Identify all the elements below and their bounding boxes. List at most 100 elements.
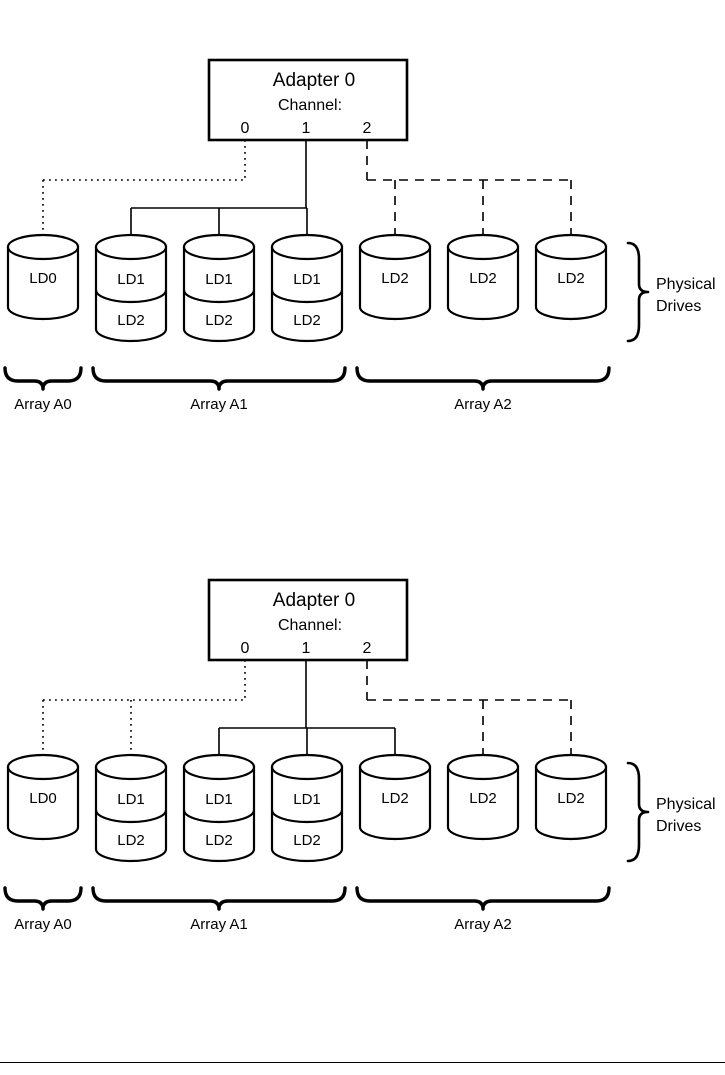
drive-label-LD1: LD1 [117, 271, 145, 288]
array-bracket-2: Array A2 [355, 886, 611, 933]
array-label: Array A0 [14, 396, 72, 413]
drive-partition-divider [94, 289, 168, 304]
drive-top-disc [182, 233, 256, 261]
drive-top-disc [6, 753, 80, 781]
channel-caption: Channel: [278, 97, 342, 114]
channel-1-wiring [130, 140, 308, 257]
array-bracket-1: Array A1 [91, 366, 347, 413]
array-brace [91, 366, 347, 391]
drive-label-LD2: LD2 [469, 790, 497, 807]
drive-LD2-4: LD2 [358, 753, 432, 841]
array-bracket-0: Array A0 [3, 886, 83, 933]
drive-body [270, 765, 344, 863]
drive-partition-divider [182, 809, 256, 824]
drive-label-LD2: LD2 [117, 832, 145, 849]
channel-number-2: 2 [363, 120, 372, 137]
drive-top-disc [6, 233, 80, 261]
drive-label-LD1: LD1 [205, 791, 233, 808]
channel-number-1: 1 [302, 120, 311, 137]
drive-body [534, 765, 608, 841]
drive-label-LD0: LD0 [29, 270, 57, 287]
drive-body [182, 765, 256, 863]
drive-body [446, 245, 520, 321]
array-label: Array A2 [454, 396, 512, 413]
drive-body [182, 245, 256, 343]
drive-partition-divider [94, 809, 168, 824]
channel-0-wiring [42, 660, 246, 777]
array-label: Array A0 [14, 916, 72, 933]
channel-number-2: 2 [363, 640, 372, 657]
physical-drives-label-line1: Physical [656, 796, 716, 813]
adapter-box-outline [207, 578, 409, 662]
channel-caption: Channel: [278, 617, 342, 634]
drive-top-disc [270, 753, 344, 781]
drive-partition-divider [182, 289, 256, 304]
drive-label-LD1: LD1 [117, 791, 145, 808]
drive-body [534, 245, 608, 321]
drive-LD2-5: LD2 [446, 233, 520, 321]
drive-top-disc [446, 753, 520, 781]
physical-drives-label-line2: Drives [656, 818, 701, 835]
array-bracket-1: Array A1 [91, 886, 347, 933]
drive-body [94, 245, 168, 343]
drive-partition-divider [270, 289, 344, 304]
array-brace [355, 886, 611, 911]
drive-top-disc [358, 233, 432, 261]
page-footer-rule [0, 1062, 725, 1063]
drive-LD0-0: LD0 [6, 233, 80, 321]
drive-label-LD2: LD2 [381, 790, 409, 807]
drive-label-LD2: LD2 [469, 270, 497, 287]
channel-number-0: 0 [241, 640, 250, 657]
adapter-title: Adapter 0 [273, 590, 355, 611]
drive-body [270, 245, 344, 343]
drive-LD2-4: LD2 [358, 233, 432, 321]
adapter-box: Adapter 0 Channel: 0 1 2 [207, 578, 409, 662]
drive-top-disc [534, 233, 608, 261]
physical-drives-label-line2: Drives [656, 298, 701, 315]
drive-top-disc [94, 753, 168, 781]
drive-LD2-5: LD2 [446, 753, 520, 841]
physical-drives-label-line1: Physical [656, 276, 716, 293]
drive-body [6, 245, 80, 321]
array-brace [355, 366, 611, 391]
drive-top-disc [270, 233, 344, 261]
drive-LD0-0: LD0 [6, 753, 80, 841]
drive-label-LD2: LD2 [117, 312, 145, 329]
drive-label-LD2: LD2 [293, 832, 321, 849]
drive-top-disc [534, 753, 608, 781]
drive-body [446, 765, 520, 841]
drive-LD2-6: LD2 [534, 753, 608, 841]
drive-body [94, 765, 168, 863]
drive-top-disc [446, 233, 520, 261]
array-brace [3, 366, 83, 391]
array-bracket-0: Array A0 [3, 366, 83, 413]
drive-top-disc [94, 233, 168, 261]
drive-label-LD2: LD2 [557, 790, 585, 807]
drive-top-disc [182, 753, 256, 781]
channel-0-wiring [42, 140, 246, 257]
drive-label-LD1: LD1 [205, 271, 233, 288]
array-bracket-2: Array A2 [355, 366, 611, 413]
array-label: Array A1 [190, 916, 248, 933]
drive-label-LD1: LD1 [293, 791, 321, 808]
drive-label-LD1: LD1 [293, 271, 321, 288]
channel-number-1: 1 [302, 640, 311, 657]
array-brace [3, 886, 83, 911]
side-brace [626, 761, 650, 863]
drive-LD2-6: LD2 [534, 233, 608, 321]
drive-partition-divider [270, 809, 344, 824]
adapter-title: Adapter 0 [273, 70, 355, 91]
